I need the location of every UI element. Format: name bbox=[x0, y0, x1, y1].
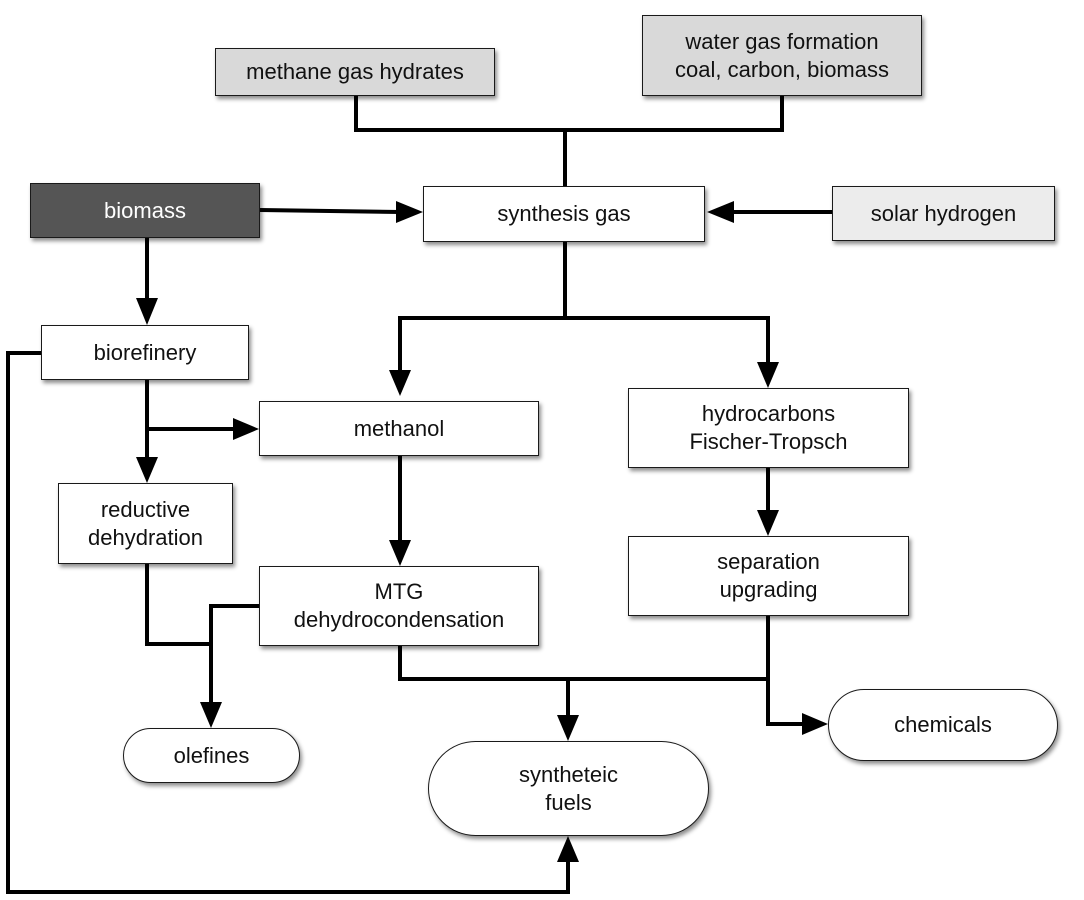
connector-separation-to-chemicals bbox=[766, 616, 804, 726]
node-reductive-dehydration-line2: dehydration bbox=[88, 524, 203, 550]
connector-mtg-to-fuels bbox=[398, 646, 768, 681]
node-chemicals-label: chemicals bbox=[894, 712, 992, 737]
arrowhead-biorefinery bbox=[136, 298, 158, 325]
connector-biorefinery-loop bbox=[6, 351, 570, 894]
node-hydrocarbons-line2: Fischer-Tropsch bbox=[689, 429, 848, 454]
node-biomass-label: biomass bbox=[104, 197, 186, 223]
node-synthetic-fuels-line2: fuels bbox=[545, 789, 592, 815]
connector-synthesis-gas-split bbox=[398, 242, 770, 372]
node-chemicals: chemicals bbox=[828, 689, 1058, 761]
node-biorefinery-label: biorefinery bbox=[93, 339, 197, 365]
node-mtg-line1: MTG bbox=[374, 579, 424, 604]
arrowhead-mtg bbox=[389, 540, 411, 566]
node-synthetic-fuels: syntheteic fuels bbox=[428, 741, 709, 836]
arrowhead-synthesis-gas-left bbox=[396, 201, 423, 223]
connector-watergas-to-synthesis-gas bbox=[565, 96, 784, 132]
connector-mtg-to-olefines bbox=[209, 604, 260, 704]
node-hydrocarbons-line1: hydrocarbons bbox=[701, 401, 836, 426]
node-water-gas-formation-line2: coal, carbon, biomass bbox=[675, 56, 889, 82]
node-olefines-label: olefines bbox=[173, 742, 250, 768]
node-synthesis-gas: synthesis gas bbox=[423, 186, 705, 242]
arrowhead-reductive-dehydration bbox=[136, 457, 158, 483]
node-reductive-dehydration-line1: reductive bbox=[100, 496, 191, 522]
connector-biomass-to-synthesis-gas bbox=[259, 208, 401, 214]
arrowhead-separation bbox=[757, 510, 779, 536]
arrowhead-chemicals bbox=[802, 713, 828, 735]
node-methane-gas-hydrates: methane gas hydrates bbox=[215, 48, 495, 96]
arrowhead-synthetic-fuels-top bbox=[557, 715, 579, 741]
node-reductive-dehydration: reductive dehydration bbox=[58, 483, 233, 564]
node-olefines: olefines bbox=[123, 728, 300, 783]
node-solar-hydrogen: solar hydrogen bbox=[832, 186, 1055, 241]
node-hydrocarbons-fischer-tropsch: hydrocarbons Fischer-Tropsch bbox=[628, 388, 909, 468]
arrowhead-methanol bbox=[389, 370, 411, 396]
node-methanol: methanol bbox=[259, 401, 539, 456]
node-methane-gas-hydrates-label: methane gas hydrates bbox=[246, 59, 464, 84]
node-biorefinery: biorefinery bbox=[41, 325, 249, 380]
node-mtg-line2: dehydrocondensation bbox=[293, 607, 505, 632]
node-water-gas-formation-line1: water gas formation bbox=[685, 28, 879, 54]
arrowhead-methanol-left bbox=[233, 418, 259, 440]
connector-reductive-to-olefines bbox=[145, 564, 211, 646]
connector-biorefinery-down bbox=[145, 380, 236, 460]
arrowhead-synthesis-gas-right bbox=[707, 201, 734, 223]
node-separation-line1: separation bbox=[717, 549, 820, 574]
node-synthesis-gas-label: synthesis gas bbox=[497, 201, 631, 226]
node-water-gas-formation: water gas formation coal, carbon, biomas… bbox=[642, 15, 922, 96]
node-mtg-dehydrocondensation: MTG dehydrocondensation bbox=[259, 566, 539, 646]
node-separation-line2: upgrading bbox=[719, 577, 818, 602]
arrowhead-synthetic-fuels-bottom bbox=[557, 836, 579, 862]
arrowhead-olefines bbox=[200, 702, 222, 728]
connector-methane-to-synthesis-gas bbox=[354, 96, 567, 186]
node-solar-hydrogen-label: solar hydrogen bbox=[870, 200, 1017, 226]
arrowhead-hydrocarbons bbox=[757, 362, 779, 388]
node-synthetic-fuels-line1: syntheteic bbox=[518, 761, 619, 787]
node-biomass: biomass bbox=[30, 183, 260, 238]
node-separation-upgrading: separation upgrading bbox=[628, 536, 909, 616]
node-methanol-label: methanol bbox=[353, 415, 445, 441]
